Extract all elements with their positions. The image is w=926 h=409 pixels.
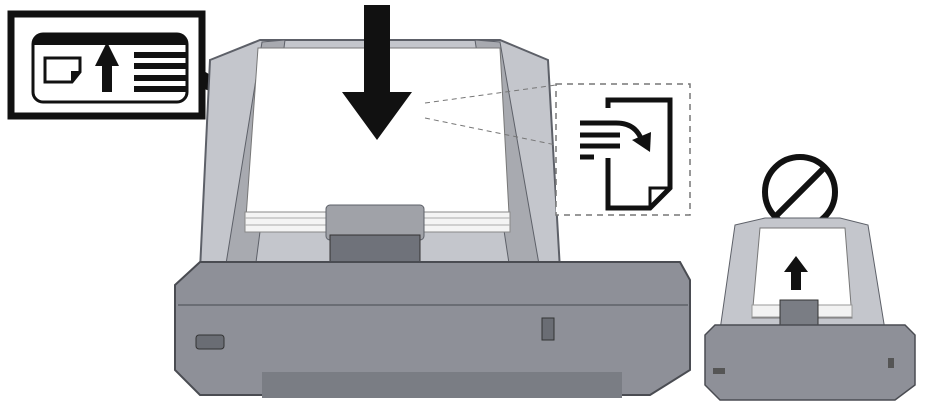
arrow-down-icon bbox=[342, 5, 412, 140]
paper-corner-icon bbox=[43, 56, 82, 84]
arrow-up-icon bbox=[784, 256, 808, 290]
orientation-callout bbox=[424, 83, 691, 216]
arrow-up-icon bbox=[95, 42, 119, 92]
main-paper-tray bbox=[174, 39, 691, 398]
paper-stack-lines-icon bbox=[134, 52, 187, 92]
no-entry-icon bbox=[762, 154, 838, 230]
paper-flip-orientation-icon bbox=[580, 97, 673, 211]
small-paper-tray bbox=[704, 217, 916, 401]
